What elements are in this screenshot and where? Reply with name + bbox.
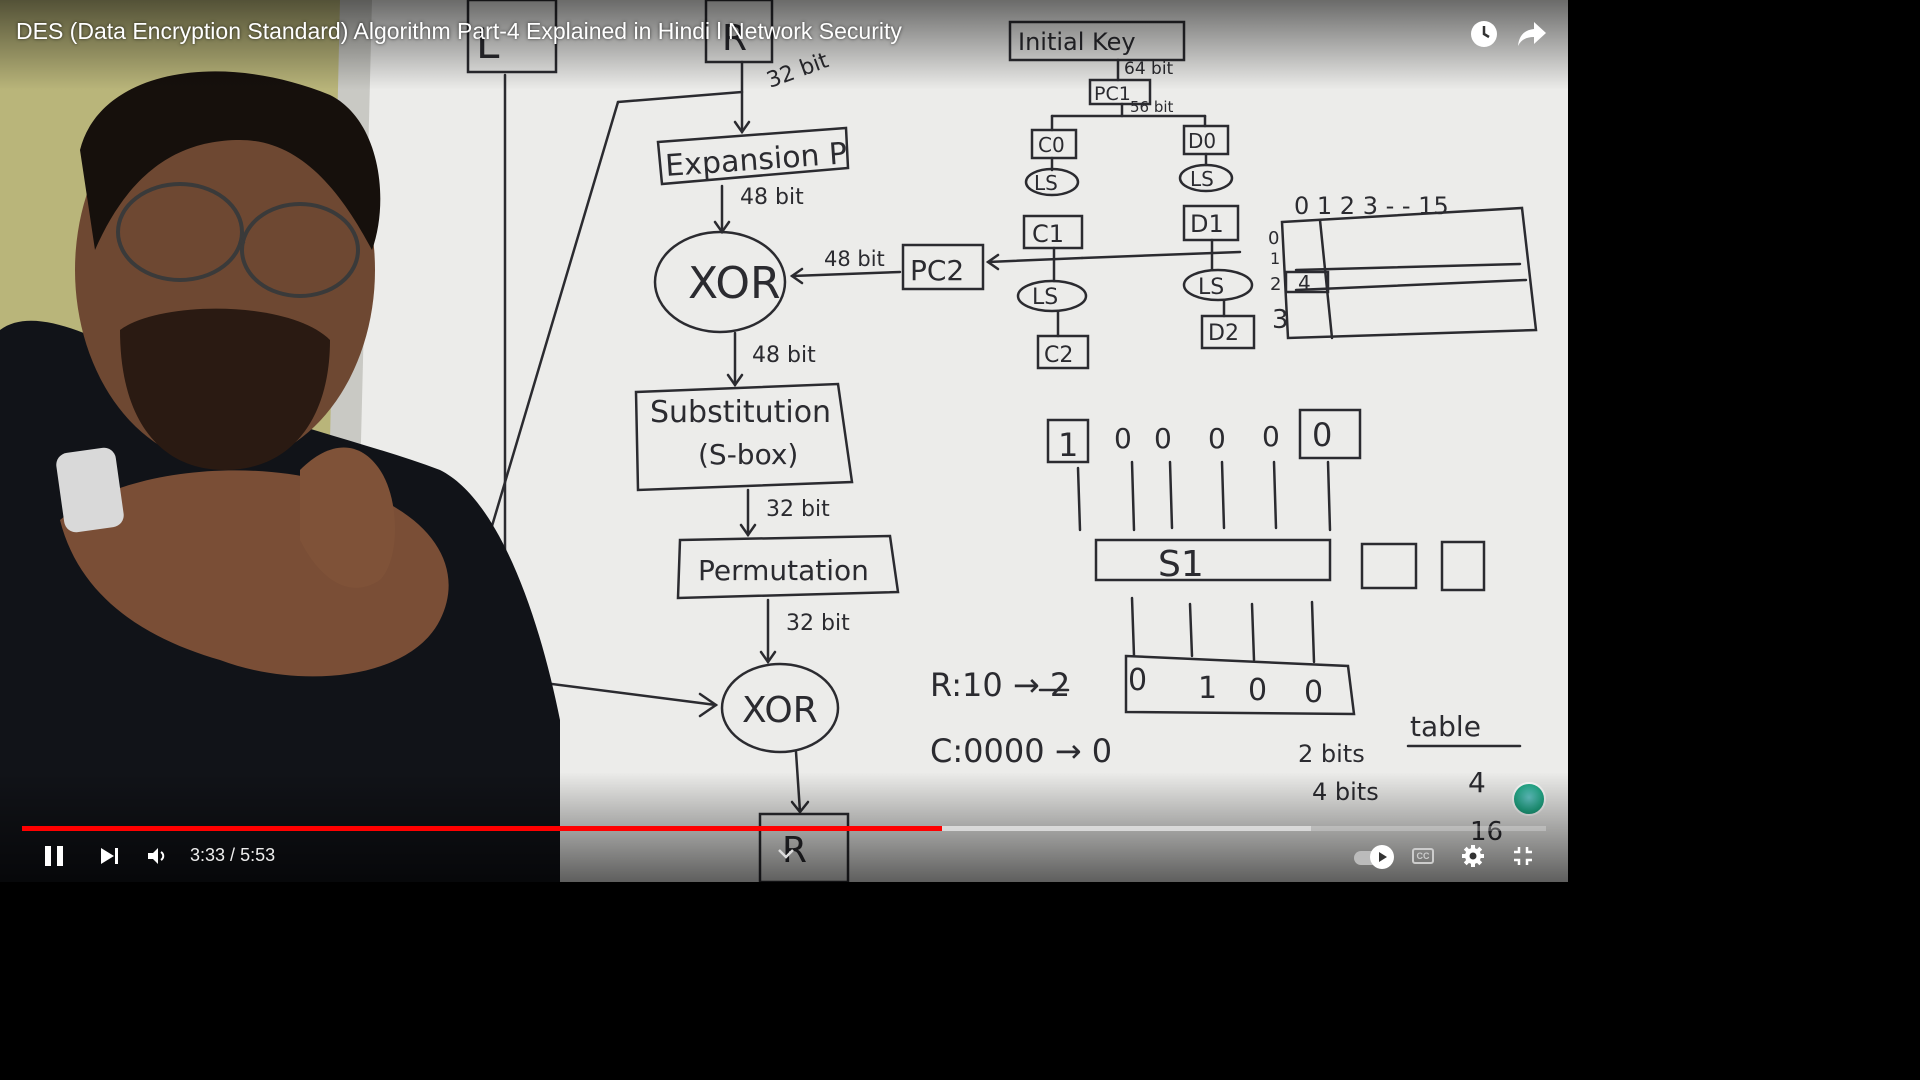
input-bit-5: 0	[1312, 416, 1332, 454]
ls-c1-text: LS	[1032, 285, 1058, 310]
row-note: R:10 → 2	[930, 666, 1070, 704]
share-arrow-icon	[1518, 22, 1546, 46]
xor-2-text: XOR	[742, 690, 818, 731]
video-frame[interactable]: L R 32 bit Expansion P 48 bit XOR 48 bit…	[0, 0, 1568, 882]
presenter	[0, 71, 560, 882]
current-time: 3:33	[190, 845, 226, 865]
sbox-text: (S-box)	[698, 438, 798, 471]
substitution-text: Substitution	[650, 395, 831, 430]
xor-1-text: XOR	[688, 258, 781, 309]
input-bit-4: 0	[1262, 420, 1280, 453]
skip-next-icon	[101, 848, 118, 864]
label-32-bit-a: 32 bit	[766, 497, 830, 522]
output-bit-0: 0	[1128, 663, 1147, 698]
input-bit-1: 0	[1114, 422, 1132, 455]
expand-button[interactable]	[774, 842, 798, 866]
label-48-bit-a: 48 bit	[740, 185, 804, 210]
channel-watermark[interactable]	[1512, 782, 1546, 816]
chevron-down-icon	[778, 849, 794, 859]
label-2-bits: 2 bits	[1298, 740, 1365, 768]
share-button[interactable]	[1512, 14, 1552, 54]
whiteboard-scene: L R 32 bit Expansion P 48 bit XOR 48 bit…	[0, 0, 1568, 882]
ls-d1-text: LS	[1198, 275, 1224, 300]
label-56-bit: 56 bit	[1130, 98, 1174, 116]
input-bit-3: 0	[1208, 422, 1226, 455]
sbox-table-row-2: 2	[1270, 274, 1281, 295]
sbox-table-col-header: 0 1 2 3 - - 15	[1294, 192, 1449, 220]
label-32-bit-b: 32 bit	[786, 611, 850, 636]
exit-fullscreen-button[interactable]	[1506, 836, 1540, 876]
sbox-table-row-0: 0	[1268, 228, 1279, 249]
label-4-bits: 4 bits	[1312, 778, 1379, 806]
d0-text: D0	[1188, 129, 1216, 153]
table-note: table	[1410, 710, 1481, 743]
label-48-bit-b: 48 bit	[752, 343, 816, 368]
pc2-text: PC2	[910, 254, 964, 287]
volume-icon	[148, 848, 165, 864]
watch-later-button[interactable]	[1464, 14, 1504, 54]
video-player[interactable]: L R 32 bit Expansion P 48 bit XOR 48 bit…	[0, 0, 1568, 882]
table-num-4: 4	[1468, 766, 1486, 799]
progress-bar[interactable]	[22, 826, 1546, 831]
output-bit-3: 0	[1304, 675, 1323, 710]
captions-button[interactable]: CC	[1406, 836, 1440, 876]
exit-fullscreen-icon	[1514, 847, 1532, 865]
input-bit-2: 0	[1154, 422, 1172, 455]
label-64-bit: 64 bit	[1124, 59, 1174, 79]
ls-c0-text: LS	[1034, 171, 1058, 195]
volume-button[interactable]	[140, 836, 174, 876]
autoplay-toggle-icon	[1379, 852, 1387, 862]
output-bit-2: 0	[1248, 673, 1267, 708]
pause-icon	[45, 846, 63, 866]
settings-button[interactable]	[1456, 836, 1490, 876]
col-note: C:0000 → 0	[930, 732, 1112, 770]
s1-text: S1	[1158, 544, 1204, 585]
c0-text: C0	[1038, 133, 1065, 157]
sbox-table-row-3: 3	[1272, 305, 1289, 335]
c2-text: C2	[1044, 343, 1073, 368]
sbox-table-highlight: 4	[1298, 271, 1311, 295]
initial-key-text: Initial Key	[1018, 28, 1136, 56]
time-separator: /	[225, 845, 241, 865]
progress-played	[22, 826, 943, 831]
d1-text: D1	[1190, 210, 1224, 238]
autoplay-knob	[1370, 845, 1394, 869]
clock-icon	[1471, 21, 1497, 47]
next-button[interactable]	[92, 836, 128, 876]
captions-icon: CC	[1412, 848, 1434, 864]
d2-text: D2	[1208, 321, 1239, 346]
video-title[interactable]: DES (Data Encryption Standard) Algorithm…	[16, 18, 902, 44]
sbox-table-row-1: 1	[1270, 249, 1280, 268]
input-bit-0: 1	[1058, 426, 1078, 464]
time-display: 3:33 / 5:53	[190, 845, 275, 866]
pc1-text: PC1	[1094, 83, 1131, 105]
ls-d0-text: LS	[1190, 167, 1214, 191]
pause-button[interactable]	[34, 836, 74, 876]
c1-text: C1	[1032, 220, 1064, 248]
label-48-bit-pc2: 48 bit	[824, 247, 885, 271]
gear-icon	[1462, 845, 1484, 867]
duration: 5:53	[240, 845, 276, 865]
permutation-text: Permutation	[698, 554, 869, 587]
output-bit-1: 1	[1198, 671, 1217, 706]
